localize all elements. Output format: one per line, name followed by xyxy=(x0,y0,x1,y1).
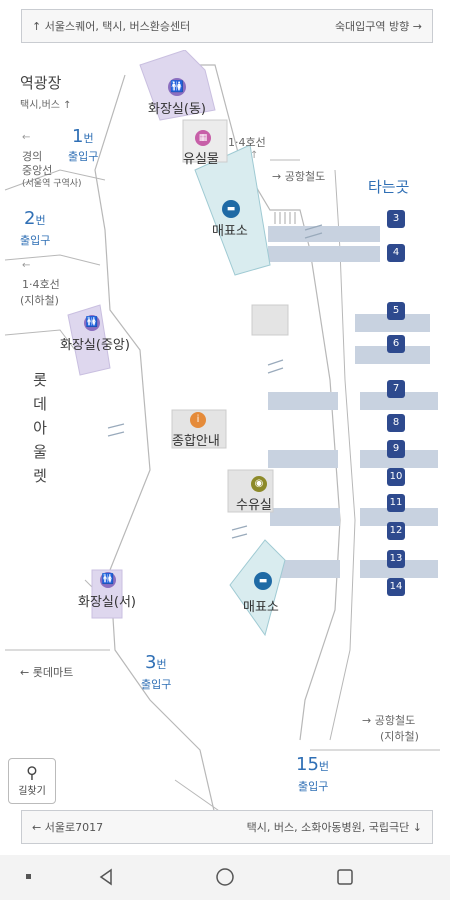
menu-dot-icon[interactable] xyxy=(26,874,31,879)
home-icon[interactable] xyxy=(215,867,235,887)
platform-10-badge[interactable]: 10 xyxy=(387,468,405,486)
gyeongui-label-2: 중앙선 xyxy=(22,164,53,177)
platform-4-badge[interactable]: 4 xyxy=(387,244,405,262)
left-arrow-icon: ← xyxy=(22,132,31,143)
platform-6-badge[interactable]: 6 xyxy=(387,335,405,353)
platform-12-badge[interactable]: 12 xyxy=(387,522,405,540)
platform-5-badge[interactable]: 5 xyxy=(387,302,405,320)
platform-9-badge[interactable]: 9 xyxy=(387,440,405,458)
platform-13-badge[interactable]: 13 xyxy=(387,550,405,568)
back-icon[interactable] xyxy=(96,867,116,887)
nursing-room-icon: ◉ xyxy=(251,476,267,492)
top-left-direction: ↑ 서울스퀘어, 택시, 버스환승센터 xyxy=(32,20,191,33)
ticket-office-1-label[interactable]: 매표소 xyxy=(212,224,248,239)
exit-1-number[interactable]: 1번 xyxy=(72,126,94,147)
system-navigation-bar xyxy=(0,855,450,900)
plaza-sub-label: 택시,버스 ↑ xyxy=(20,100,72,111)
plaza-label: 역광장 xyxy=(20,74,62,92)
platform-3-badge[interactable]: 3 xyxy=(387,210,405,228)
platform-11-badge[interactable]: 11 xyxy=(387,494,405,512)
gyeongui-label: 경의 xyxy=(22,150,43,163)
platforms-title: 타는곳 xyxy=(368,178,410,196)
exit-2-number[interactable]: 2번 xyxy=(24,208,46,229)
platform-14-badge[interactable]: 14 xyxy=(387,578,405,596)
left-arrow-icon: ← xyxy=(22,260,31,271)
exit-3-number[interactable]: 3번 xyxy=(145,652,167,673)
lotte-outlet-label: 롯 데 아 울 렛 xyxy=(33,371,47,485)
information-label[interactable]: 종합안내 xyxy=(172,434,220,449)
toilet-center-icon: 🚻 xyxy=(84,315,100,331)
platform-7-badge[interactable]: 7 xyxy=(387,380,405,398)
toilet-west-icon: 🚻 xyxy=(100,572,116,588)
search-icon: ⚲ xyxy=(26,763,38,782)
up-arrow-icon: ↑ xyxy=(250,150,259,161)
line14-left-label: 1·4호선 xyxy=(22,278,60,291)
exit-3-sub[interactable]: 출입구 xyxy=(141,678,172,691)
gyeongui-label-3: (서울역 구역사) xyxy=(22,179,82,189)
top-right-direction: 숙대입구역 방향 → xyxy=(334,20,422,33)
map-lines xyxy=(4,50,440,815)
find-route-button[interactable]: ⚲ 길찾기 xyxy=(8,758,56,804)
ticket-office-2-label[interactable]: 매표소 xyxy=(243,600,279,615)
information-icon: i xyxy=(190,412,206,428)
ticket-icon: ▬ xyxy=(254,572,272,590)
airport-bottom-label-2: (지하철) xyxy=(380,730,419,743)
toilet-east-icon: 🚻 xyxy=(168,78,186,96)
toilet-center-label[interactable]: 화장실(중앙) xyxy=(60,338,130,353)
nursing-room-label[interactable]: 수유실 xyxy=(236,498,272,513)
exit-15-sub[interactable]: 출입구 xyxy=(298,780,329,793)
lost-and-found-label[interactable]: 유실물 xyxy=(183,152,219,167)
airport-bottom-label: → 공항철도 xyxy=(362,714,416,727)
bottom-right-direction: 택시, 버스, 소화아동병원, 국립극단 ↓ xyxy=(246,821,422,834)
exit-1-sub[interactable]: 출입구 xyxy=(68,150,99,163)
bottom-left-direction: ← 서울로7017 xyxy=(32,821,104,834)
ticket-icon: ▬ xyxy=(222,200,240,218)
toilet-east-label[interactable]: 화장실(동) xyxy=(148,102,206,117)
lost-and-found-icon: ▦ xyxy=(195,130,211,146)
top-direction-banner: ↑ 서울스퀘어, 택시, 버스환승센터 숙대입구역 방향 → xyxy=(21,9,433,43)
bottom-direction-banner: ← 서울로7017 택시, 버스, 소화아동병원, 국립극단 ↓ xyxy=(21,810,433,844)
station-map[interactable]: 🚻 화장실(동) ▦ 유실물 ▬ 매표소 🚻 화장실(중앙) i 종합안내 ◉ … xyxy=(0,50,450,815)
line14-left-label-2: (지하철) xyxy=(20,294,59,307)
lotte-mart-label: ← 롯데마트 xyxy=(20,666,74,679)
platform-8-badge[interactable]: 8 xyxy=(387,414,405,432)
line14-top-label: 1·4호선 xyxy=(228,136,266,149)
find-route-label: 길찾기 xyxy=(18,786,46,797)
toilet-west-label[interactable]: 화장실(서) xyxy=(78,595,136,610)
recent-apps-icon[interactable] xyxy=(335,867,355,887)
exit-2-sub[interactable]: 출입구 xyxy=(20,234,51,247)
exit-15-number[interactable]: 15번 xyxy=(296,754,330,775)
airport-top-label: → 공항철도 xyxy=(272,170,326,183)
